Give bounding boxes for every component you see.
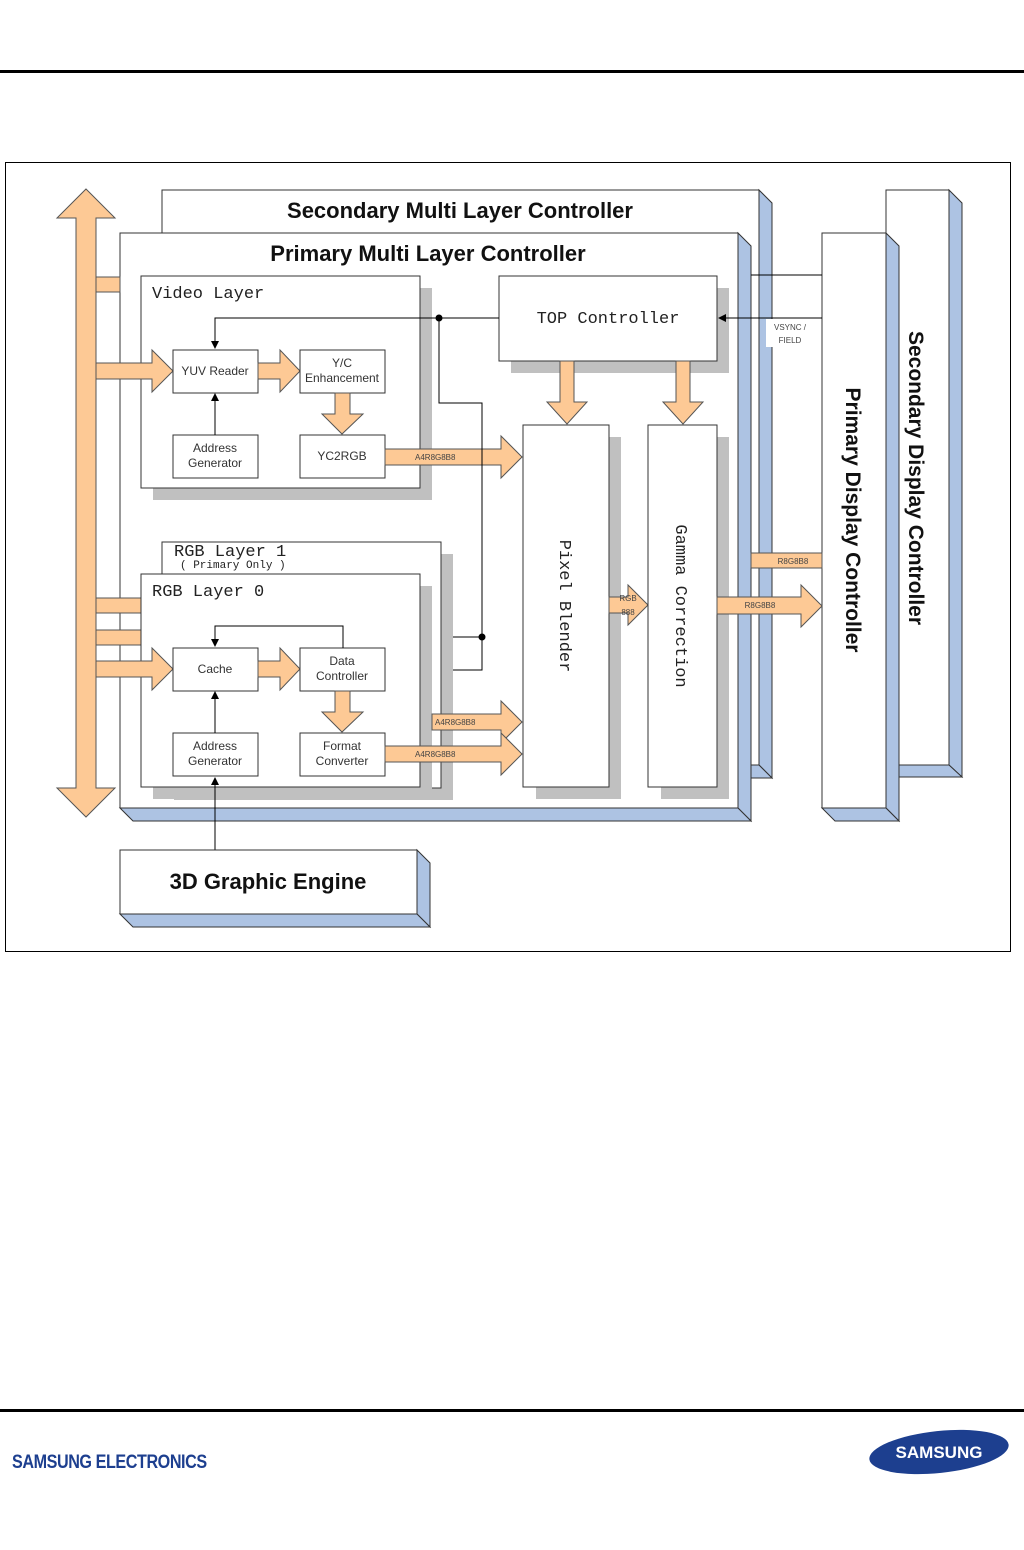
rgb0-out-bus-label: A4R8G8B8 (415, 750, 456, 759)
footer-rule (0, 1409, 1024, 1412)
data-controller-label-1: Data (329, 654, 355, 668)
primary-out-arrow (716, 583, 823, 629)
top-controller-label: TOP Controller (537, 310, 680, 329)
pixel-blender-label: Pixel Blender (554, 540, 573, 673)
format-converter-label-1: Format (323, 739, 362, 753)
rgb-layer0-block: RGB Layer 0 Cache Data Controller Addres… (95, 573, 432, 799)
pixel-blender-block: Pixel Blender (522, 424, 621, 799)
rgb888-arrow (608, 583, 649, 627)
display-controller-block-diagram: Secondary Multi Layer Controller Primary… (55, 188, 964, 929)
video-layer-block: Video Layer YUV Reader Y/C Enhancement A… (95, 275, 432, 500)
rgb888-label-1: RGB (619, 594, 636, 603)
format-converter-label-2: Converter (316, 754, 369, 768)
video-addr-gen-label-2: Generator (188, 456, 242, 470)
graphic-engine-block: 3D Graphic Engine (118, 777, 432, 929)
primary-display-controller: Primary Display Controller (820, 231, 901, 823)
rgb-layer1-subtitle: ( Primary Only ) (180, 560, 286, 572)
data-controller-label-2: Controller (316, 669, 368, 683)
secondary-mlc-title: Secondary Multi Layer Controller (287, 198, 633, 223)
video-out-bus-label: A4R8G8B8 (415, 453, 456, 462)
rgb-addr-gen-label-1: Address (193, 739, 237, 753)
primary-mlc-title: Primary Multi Layer Controller (270, 241, 586, 266)
rgb888-label-2: 888 (621, 608, 635, 617)
yc-enhancement-box (299, 349, 386, 394)
system-bus-arrow (55, 188, 142, 818)
vsync-label-2: FIELD (779, 336, 802, 345)
cache-label: Cache (198, 662, 233, 676)
secondary-out-bus (750, 552, 823, 569)
primary-out-bus-label: R8G8B8 (745, 601, 776, 610)
yuv-reader-box (172, 349, 259, 394)
samsung-logo-icon: SAMSUNG (869, 1429, 1009, 1475)
rgb-layer1-title: RGB Layer 1 (174, 543, 286, 562)
rgb1-out-arrow (431, 699, 523, 745)
footer-company-name: SAMSUNG ELECTRONICS (12, 1452, 207, 1473)
rgb0-out-arrow (384, 731, 523, 777)
rgb-addr-gen-label-2: Generator (188, 754, 242, 768)
video-out-arrow (384, 434, 523, 480)
yc-enhancement-label-1: Y/C (332, 356, 352, 370)
yc2rgb-box (299, 434, 386, 479)
logo-text: SAMSUNG (896, 1443, 983, 1462)
vsync-label-bg (766, 319, 814, 347)
top-controller-block: TOP Controller (498, 275, 729, 425)
video-address-generator-box (172, 434, 259, 479)
video-addr-gen-label-1: Address (193, 441, 237, 455)
secondary-display-title: Secondary Display Controller (904, 331, 927, 625)
yc-enhancement-label-2: Enhancement (305, 371, 380, 385)
header-rule (0, 70, 1024, 73)
gamma-correction-label: Gamma Correction (670, 524, 689, 687)
primary-display-title: Primary Display Controller (841, 388, 864, 653)
cache-box (172, 647, 259, 692)
format-converter-box (299, 732, 386, 777)
yuv-reader-label: YUV Reader (181, 364, 248, 378)
video-layer-title: Video Layer (152, 285, 264, 304)
rgb-layer0-title: RGB Layer 0 (152, 583, 264, 602)
rgb1-out-bus-label: A4R8G8B8 (435, 718, 476, 727)
yc2rgb-label: YC2RGB (317, 449, 366, 463)
vsync-label-1: VSYNC / (774, 323, 807, 332)
gamma-correction-block: Gamma Correction (647, 424, 729, 799)
graphic-engine-label: 3D Graphic Engine (170, 869, 367, 894)
secondary-out-bus-label: R8G8B8 (778, 557, 809, 566)
figure-frame (5, 162, 1011, 952)
